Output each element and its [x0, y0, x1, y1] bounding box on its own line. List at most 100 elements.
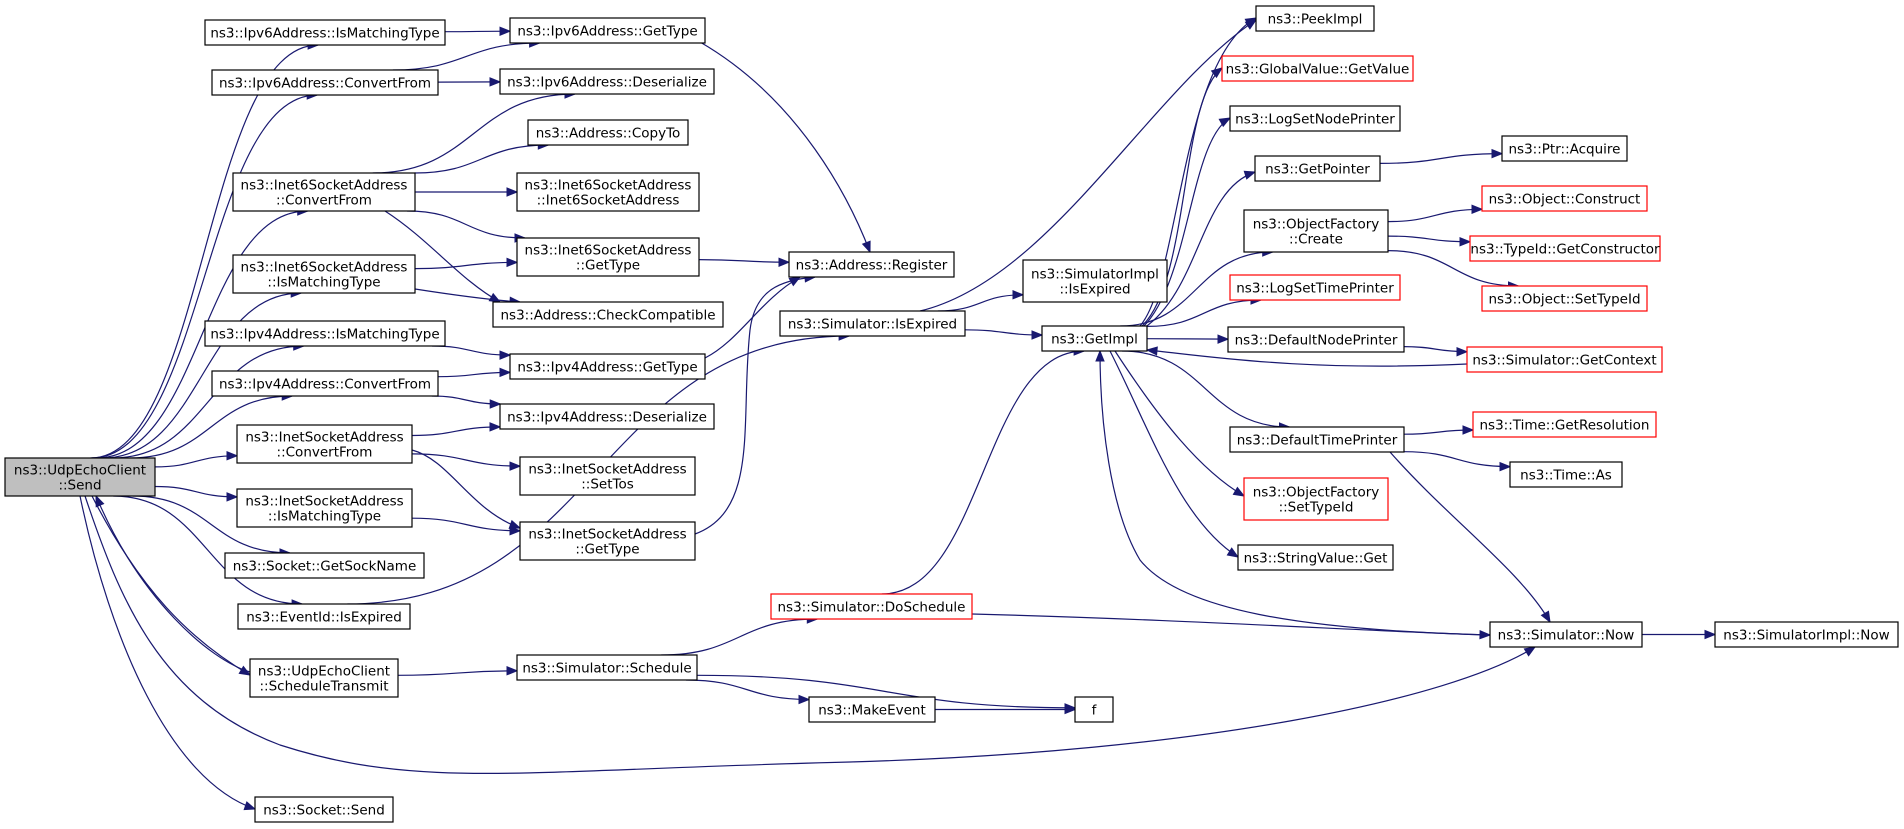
arrowhead-icon — [506, 666, 519, 676]
node-typeid-getctor[interactable]: ns3::TypeId::GetConstructor — [1469, 235, 1661, 262]
edge-getimpl-to-def-timeprinter — [1121, 350, 1291, 432]
node-box — [509, 353, 706, 380]
node-label: ns3::Time::As — [1520, 468, 1612, 484]
node-label: ns3::Address::CopyTo — [536, 126, 681, 142]
node-inet-match[interactable]: ns3::InetSocketAddress::IsMatchingType — [236, 488, 413, 528]
node-box — [770, 593, 973, 620]
node-box — [1469, 235, 1661, 262]
node-def-nodeprinter[interactable]: ns3::DefaultNodePrinter — [1227, 326, 1405, 353]
edge-line — [1389, 451, 1551, 623]
node-of-settypeid[interactable]: ns3::ObjectFactory::SetTypeId — [1243, 477, 1389, 521]
node-sock-getname[interactable]: ns3::Socket::GetSockName — [224, 552, 425, 579]
edge-line — [699, 41, 871, 253]
node-obj-construct[interactable]: ns3::Object::Construct — [1481, 185, 1648, 212]
node-inet-convert[interactable]: ns3::InetSocketAddress::ConvertFrom — [236, 424, 413, 464]
edge-inet-convert-to-inet-settos — [411, 453, 522, 471]
node-inet-gettype[interactable]: ns3::InetSocketAddress::GetType — [519, 521, 696, 561]
node-label: ns3::LogSetNodePrinter — [1235, 112, 1395, 128]
edge-line — [661, 618, 818, 656]
node-label: ns3::Simulator::DoSchedule — [778, 600, 966, 616]
edge-inet6-gettype-to-addr-register — [698, 257, 791, 267]
node-addr-checkcompat[interactable]: ns3::Address::CheckCompatible — [492, 301, 724, 328]
node-log-settime[interactable]: ns3::LogSetTimePrinter — [1229, 274, 1401, 301]
edge-line — [1379, 153, 1503, 164]
node-addr-register[interactable]: ns3::Address::Register — [788, 251, 955, 278]
node-sim-doschedule[interactable]: ns3::Simulator::DoSchedule — [770, 593, 973, 620]
node-label: ns3::SimulatorImpl — [1031, 267, 1159, 283]
node-label: ns3::InetSocketAddress — [245, 494, 403, 510]
node-inet-settos[interactable]: ns3::InetSocketAddress::SetTos — [519, 456, 696, 496]
node-of-create[interactable]: ns3::ObjectFactory::Create — [1243, 209, 1389, 253]
node-box — [1509, 461, 1623, 488]
node-ipv6-convert[interactable]: ns3::Ipv6Address::ConvertFrom — [211, 69, 439, 96]
node-ipv6-deser[interactable]: ns3::Ipv6Address::Deserialize — [499, 68, 715, 95]
node-label: ns3::LogSetTimePrinter — [1236, 281, 1394, 297]
edge-line — [1114, 350, 1245, 497]
node-box — [1074, 696, 1114, 723]
node-label: ns3::Ipv4Address::Deserialize — [507, 410, 707, 426]
arrowhead-icon — [1145, 346, 1158, 356]
node-sim-isexpired[interactable]: ns3::Simulator::IsExpired — [779, 310, 966, 337]
node-sock-send[interactable]: ns3::Socket::Send — [254, 796, 394, 823]
node-inet6-match[interactable]: ns3::Inet6SocketAddress::IsMatchingType — [232, 254, 416, 294]
node-label: ns3::TypeId::GetConstructor — [1470, 242, 1660, 258]
node-f[interactable]: f — [1074, 696, 1114, 723]
node-label: ::SetTypeId — [1279, 500, 1354, 516]
node-ipv6-match[interactable]: ns3::Ipv6Address::IsMatchingType — [204, 19, 446, 46]
edge-line — [694, 276, 816, 535]
node-inet6-convert[interactable]: ns3::Inet6SocketAddress::ConvertFrom — [232, 172, 416, 212]
edge-udp-send-to-inet-convert — [154, 451, 239, 468]
edge-line — [1120, 251, 1273, 327]
edge-sim-isexpired-to-getimpl — [964, 329, 1044, 340]
node-peekimpl[interactable]: ns3::PeekImpl — [1255, 5, 1375, 32]
node-ipv4-deser[interactable]: ns3::Ipv4Address::Deserialize — [499, 403, 715, 430]
node-addr-copyto[interactable]: ns3::Address::CopyTo — [527, 119, 689, 146]
arrowhead-icon — [1459, 237, 1472, 247]
node-simimpl-now[interactable]: ns3::SimulatorImpl::Now — [1714, 621, 1899, 648]
node-sim-schedule[interactable]: ns3::Simulator::Schedule — [516, 654, 698, 681]
node-getpointer[interactable]: ns3::GetPointer — [1254, 155, 1381, 182]
node-time-as[interactable]: ns3::Time::As — [1509, 461, 1623, 488]
node-sim-now[interactable]: ns3::Simulator::Now — [1489, 621, 1643, 648]
node-log-setnode[interactable]: ns3::LogSetNodePrinter — [1229, 105, 1401, 132]
node-time-getres[interactable]: ns3::Time::GetResolution — [1472, 411, 1657, 438]
node-label: ::GetType — [575, 542, 639, 558]
arrowhead-icon — [1462, 425, 1475, 435]
node-label: ns3::StringValue::Get — [1244, 551, 1388, 567]
edge-ipv6-convert-to-ipv6-deser — [437, 77, 502, 87]
node-def-timeprinter[interactable]: ns3::DefaultTimePrinter — [1229, 426, 1405, 453]
node-ipv4-gettype[interactable]: ns3::Ipv4Address::GetType — [509, 353, 706, 380]
edge-line — [1387, 235, 1471, 243]
node-ipv4-convert[interactable]: ns3::Ipv4Address::ConvertFrom — [211, 370, 439, 397]
node-getimpl[interactable]: ns3::GetImpl — [1041, 325, 1148, 352]
node-make-event[interactable]: ns3::MakeEvent — [808, 696, 936, 723]
edge-udp-send-to-sock-send — [79, 495, 257, 811]
node-ptr-acquire[interactable]: ns3::Ptr::Acquire — [1501, 135, 1628, 162]
edge-inet-convert-to-ipv4-deser — [411, 422, 502, 437]
node-gv-getvalue[interactable]: ns3::GlobalValue::GetValue — [1221, 55, 1414, 82]
node-udp-send[interactable]: ns3::UdpEchoClient::Send — [4, 457, 156, 497]
edge-inet6-convert-to-inet6-ctor — [414, 187, 519, 197]
nodes-layer: ns3::UdpEchoClient::Send ns3::Ipv6Address… — [4, 5, 1899, 823]
node-event-expired[interactable]: ns3::EventId::IsExpired — [237, 603, 411, 630]
node-label: ::IsMatchingType — [267, 275, 380, 291]
edge-ipv4-convert-to-ipv4-gettype — [437, 367, 512, 378]
edge-inet6-convert-to-addr-copyto — [414, 140, 550, 174]
arrowhead-icon — [506, 187, 519, 197]
node-label: ns3::Ipv4Address::ConvertFrom — [219, 377, 431, 393]
arrowhead-icon — [1499, 461, 1512, 472]
arrowhead-icon — [95, 494, 105, 508]
node-sim-getcontext[interactable]: ns3::Simulator::GetContext — [1466, 346, 1663, 373]
node-ipv4-match[interactable]: ns3::Ipv4Address::IsMatchingType — [204, 320, 446, 347]
node-stringvalue-get[interactable]: ns3::StringValue::Get — [1237, 544, 1394, 571]
node-ipv6-gettype[interactable]: ns3::Ipv6Address::GetType — [509, 17, 706, 44]
node-inet6-ctor[interactable]: ns3::Inet6SocketAddress::Inet6SocketAddr… — [516, 172, 700, 212]
edge-udp-sched-to-udp-send — [95, 494, 251, 673]
node-label: ns3::DefaultNodePrinter — [1235, 333, 1398, 349]
node-simimpl-isexpired[interactable]: ns3::SimulatorImpl::IsExpired — [1022, 259, 1168, 303]
arrowhead-icon — [798, 694, 811, 705]
node-udp-sched[interactable]: ns3::UdpEchoClient::ScheduleTransmit — [249, 658, 399, 698]
edge-line — [90, 44, 319, 459]
node-obj-settypeid[interactable]: ns3::Object::SetTypeId — [1481, 285, 1648, 312]
node-inet6-gettype[interactable]: ns3::Inet6SocketAddress::GetType — [516, 237, 700, 277]
